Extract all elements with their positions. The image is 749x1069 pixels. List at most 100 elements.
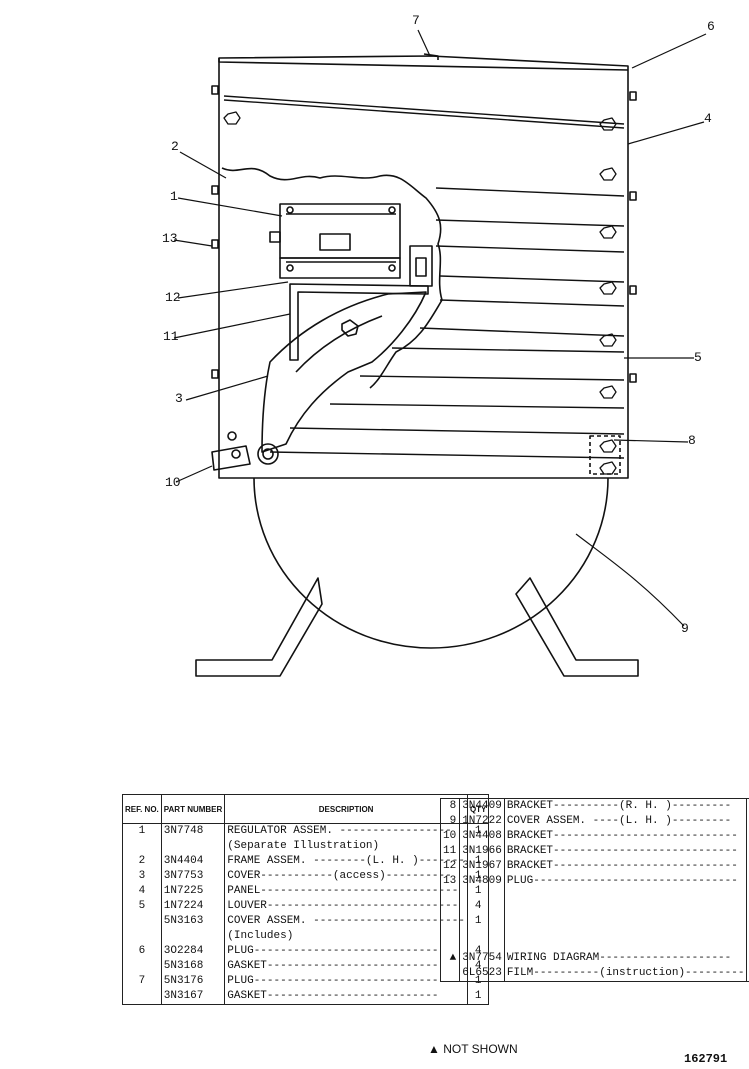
ref-no: 7 xyxy=(122,974,162,989)
part-number xyxy=(161,929,226,944)
ref-no xyxy=(122,959,162,974)
ref-no xyxy=(122,989,162,1005)
table-row: 5N3168 GASKET--------------------------4 xyxy=(122,959,489,974)
ref-no: 10 xyxy=(440,829,461,844)
part-number: 1N7225 xyxy=(161,884,226,899)
table-row: (Separate Illustration) xyxy=(122,839,489,854)
callout-1: 1 xyxy=(170,189,178,204)
ref-no xyxy=(122,929,162,944)
generator-housing xyxy=(253,477,609,649)
ref-no: 5 xyxy=(122,899,162,914)
cutaway-edge xyxy=(221,167,443,389)
description: COVER ASSEM. ----------------------- xyxy=(224,914,468,929)
description: BRACKET---------------------------- xyxy=(504,859,748,874)
callout-11: 11 xyxy=(163,329,179,344)
description: (Includes) xyxy=(224,929,468,944)
description: FILM----------(instruction)--------- xyxy=(504,966,748,982)
exploded-parts-drawing xyxy=(173,29,707,677)
description: BRACKET----------(R. H. )--------- xyxy=(504,798,748,814)
drawing-number: 162791 xyxy=(684,1052,728,1066)
part-number: 3O2284 xyxy=(161,944,226,959)
part-number: 3N3167 xyxy=(161,989,226,1005)
description: COVER ASSEM. ----(L. H. )--------- xyxy=(504,814,748,829)
side-panel xyxy=(218,55,629,479)
part-number: 3N7753 xyxy=(161,869,226,884)
louvers xyxy=(223,95,625,459)
header-description: DESCRIPTION xyxy=(224,794,468,824)
ref-no xyxy=(440,966,461,982)
not-shown-note: ▲ NOT SHOWN xyxy=(428,1042,518,1056)
callout-2: 2 xyxy=(171,139,179,154)
callout-6: 6 xyxy=(707,19,715,34)
description: FRAME ASSEM. --------(L. H. )------- xyxy=(224,854,468,869)
ref-no: 6 xyxy=(122,944,162,959)
ref-no: 2 xyxy=(122,854,162,869)
ref-no: 9 xyxy=(440,814,461,829)
ref-no: 3 xyxy=(122,869,162,884)
part-number: 1N7222 xyxy=(459,814,505,829)
regulator-assembly xyxy=(269,203,433,287)
part-number: 3N7748 xyxy=(161,823,226,839)
description: BRACKET---------------------------- xyxy=(504,844,748,859)
frame-assembly xyxy=(289,283,429,361)
table-row: (Includes) xyxy=(122,929,489,944)
table-row: 3N3167 GASKET--------------------------1 xyxy=(122,989,489,1005)
description: WIRING DIAGRAM-------------------- xyxy=(504,951,748,966)
part-number: 3N4408 xyxy=(459,829,505,844)
description: PLUG---------------------------- xyxy=(224,944,468,959)
description: (Separate Illustration) xyxy=(224,839,468,854)
qty: 1 xyxy=(474,990,482,1002)
louver-bolts xyxy=(223,111,617,475)
left-plugs xyxy=(211,85,637,383)
description: GASKET-------------------------- xyxy=(224,959,468,974)
table-spacer-row xyxy=(440,889,749,951)
description: PLUG------------------------------- xyxy=(504,874,748,889)
description: BRACKET---------------------------- xyxy=(504,829,748,844)
part-number: 3N4409 xyxy=(459,798,505,814)
ref-no: 4 xyxy=(122,884,162,899)
part-number: 3N7754 xyxy=(459,951,505,966)
part-number: 1N7224 xyxy=(161,899,226,914)
part-number: 5N3163 xyxy=(161,914,226,929)
ref-no: 13 xyxy=(440,874,461,889)
part-number: 3N1967 xyxy=(459,859,505,874)
part-number: 3N4404 xyxy=(161,854,226,869)
bracket-lower-left xyxy=(211,445,251,471)
callout-9: 9 xyxy=(681,621,689,636)
callout-3: 3 xyxy=(175,391,183,406)
callout-7: 7 xyxy=(412,13,420,28)
ref-no xyxy=(122,914,162,929)
callout-10: 10 xyxy=(165,475,181,490)
left-foot xyxy=(195,577,323,677)
description: LOUVER----------------------------- xyxy=(224,899,468,914)
leader-lines xyxy=(173,29,707,627)
right-foot xyxy=(515,577,639,677)
callout-13: 13 xyxy=(162,231,178,246)
callout-4: 4 xyxy=(704,111,712,126)
ref-no xyxy=(122,839,162,854)
ref-no: 1 xyxy=(122,823,162,839)
description: PLUG---------------------------- xyxy=(224,974,468,989)
header-ref-no: REF. NO. xyxy=(122,794,162,824)
part-number: 3N1966 xyxy=(459,844,505,859)
not-shown-marker: ▲ xyxy=(440,951,461,966)
callout-12: 12 xyxy=(165,290,181,305)
ref-no: 8 xyxy=(440,798,461,814)
top-cover xyxy=(218,58,629,71)
part-number xyxy=(161,839,226,854)
